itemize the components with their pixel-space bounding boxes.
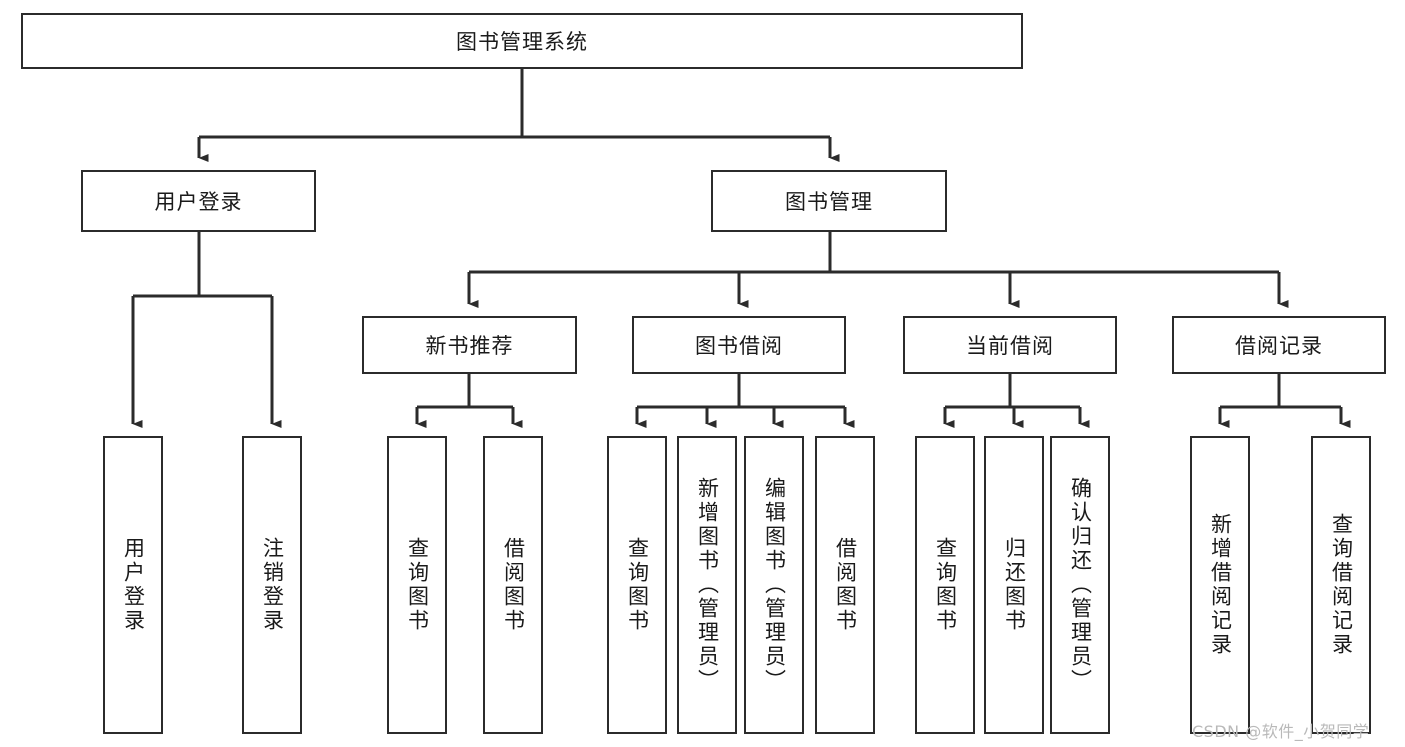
node-book-manage[interactable]: 图书管理 <box>711 170 947 232</box>
node-leaf-user-login[interactable]: 用户登录 <box>103 436 163 734</box>
node-leaf-add-record-label: 新增借阅记录 <box>1208 513 1233 657</box>
node-root[interactable]: 图书管理系统 <box>21 13 1023 69</box>
node-new-book-recommend-label: 新书推荐 <box>425 334 514 358</box>
node-current-borrow-label: 当前借阅 <box>966 334 1054 358</box>
node-leaf-query-record[interactable]: 查询借阅记录 <box>1311 436 1371 734</box>
node-leaf-query-book-2-label: 查询图书 <box>625 537 650 633</box>
node-user-login[interactable]: 用户登录 <box>81 170 316 232</box>
node-leaf-borrow-book-2[interactable]: 借阅图书 <box>815 436 875 734</box>
node-user-login-label: 用户登录 <box>154 190 243 214</box>
node-borrow-record[interactable]: 借阅记录 <box>1172 316 1386 374</box>
node-current-borrow[interactable]: 当前借阅 <box>903 316 1117 374</box>
node-leaf-query-book-1-label: 查询图书 <box>405 537 430 633</box>
node-leaf-add-book-label: 新增图书（管理员） <box>695 477 720 693</box>
node-root-label: 图书管理系统 <box>456 30 588 54</box>
node-leaf-edit-book-label: 编辑图书（管理员） <box>762 477 787 693</box>
node-leaf-logout-label: 注销登录 <box>260 537 285 633</box>
node-leaf-add-book[interactable]: 新增图书（管理员） <box>677 436 737 734</box>
node-leaf-borrow-book-1-label: 借阅图书 <box>501 537 526 633</box>
csdn-watermark: CSDN @软件_小贺同学 <box>1192 722 1370 741</box>
node-leaf-return-book[interactable]: 归还图书 <box>984 436 1044 734</box>
node-leaf-add-record[interactable]: 新增借阅记录 <box>1190 436 1250 734</box>
node-leaf-query-record-label: 查询借阅记录 <box>1329 513 1354 657</box>
node-leaf-query-book-1[interactable]: 查询图书 <box>387 436 447 734</box>
node-leaf-logout[interactable]: 注销登录 <box>242 436 302 734</box>
node-leaf-confirm-return[interactable]: 确认归还（管理员） <box>1050 436 1110 734</box>
node-leaf-confirm-return-label: 确认归还（管理员） <box>1068 477 1093 693</box>
node-leaf-query-book-3[interactable]: 查询图书 <box>915 436 975 734</box>
node-book-borrow[interactable]: 图书借阅 <box>632 316 846 374</box>
node-borrow-record-label: 借阅记录 <box>1235 334 1323 358</box>
node-book-manage-label: 图书管理 <box>785 190 873 214</box>
node-leaf-query-book-3-label: 查询图书 <box>933 537 958 633</box>
node-leaf-edit-book[interactable]: 编辑图书（管理员） <box>744 436 804 734</box>
node-leaf-borrow-book-2-label: 借阅图书 <box>833 537 858 633</box>
node-book-borrow-label: 图书借阅 <box>695 334 783 358</box>
node-leaf-return-book-label: 归还图书 <box>1002 537 1027 633</box>
node-leaf-borrow-book-1[interactable]: 借阅图书 <box>483 436 543 734</box>
node-leaf-user-login-label: 用户登录 <box>121 537 146 633</box>
node-leaf-query-book-2[interactable]: 查询图书 <box>607 436 667 734</box>
node-new-book-recommend[interactable]: 新书推荐 <box>362 316 577 374</box>
